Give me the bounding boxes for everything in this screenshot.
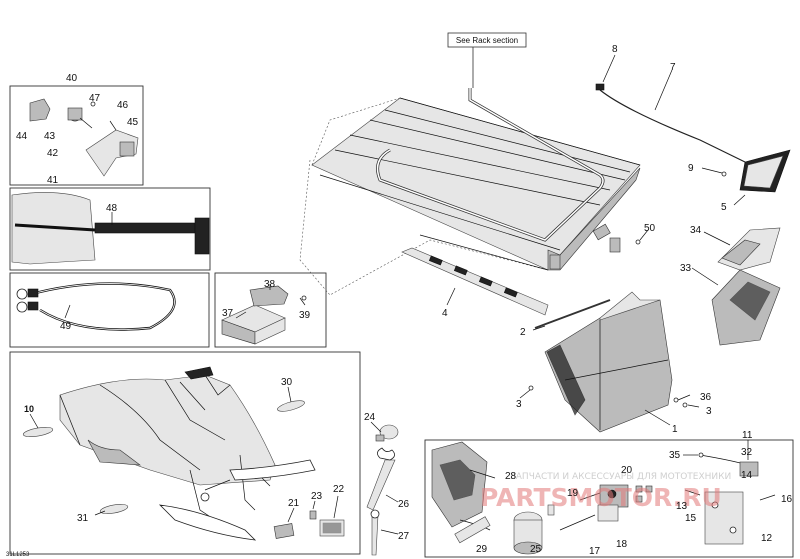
kit-box-40 [9, 85, 144, 186]
part-label-23: 23 [311, 491, 323, 502]
part-label-50: 50 [644, 223, 656, 234]
part-label-22: 22 [333, 484, 345, 495]
part-label-25: 25 [530, 544, 542, 555]
part-label-4: 4 [442, 308, 448, 319]
part-label-33: 33 [680, 263, 692, 274]
part-label-24: 24 [364, 412, 376, 423]
part-label-30: 30 [281, 377, 293, 388]
part-label-14: 14 [741, 470, 753, 481]
part-label-46: 46 [117, 100, 129, 111]
part-labels: 40 47 46 45 44 43 42 41 48 38 37 39 49 8… [16, 44, 793, 557]
part-label-49: 49 [60, 321, 72, 332]
part-label-11: 11 [742, 430, 753, 441]
part-label-19: 19 [567, 488, 579, 499]
cargo-bag-part-1 [544, 291, 673, 433]
part-label-5: 5 [721, 202, 727, 213]
part-label-10: 10 [24, 404, 34, 414]
kit-40-parts [29, 98, 139, 177]
part-label-41: 41 [47, 175, 59, 186]
part-label-39: 39 [299, 310, 311, 321]
part-label-21: 21 [288, 498, 300, 509]
rack-assembly [299, 88, 641, 296]
part-label-27: 27 [398, 531, 410, 542]
reflector-part-31 [99, 504, 129, 514]
mount-part-34 [717, 227, 781, 271]
part-label-13: 13 [676, 501, 688, 512]
part-label-29: 29 [476, 544, 488, 555]
mount-part-33 [711, 269, 781, 346]
drawing-code: 31L1253 [6, 552, 30, 558]
reflector-part-10 [22, 426, 54, 438]
part-label-40: 40 [66, 73, 78, 84]
kit-48-parts [11, 192, 210, 265]
side-plate-part-4 [401, 247, 549, 316]
part-label-47: 47 [89, 93, 101, 104]
strip-part-2 [534, 299, 611, 329]
part-label-9: 9 [688, 163, 694, 174]
part-label-12: 12 [761, 533, 773, 544]
kit-box-37 [214, 272, 327, 348]
light-part-5 [739, 149, 791, 193]
plate-part-22 [319, 519, 345, 537]
part-label-43: 43 [44, 131, 56, 142]
part-label-37: 37 [222, 308, 234, 319]
cable-part-7 [599, 89, 746, 163]
part-label-32: 32 [741, 447, 753, 458]
part-label-35: 35 [669, 450, 681, 461]
rack-note-label: See Rack section [456, 36, 518, 45]
kit-box-48 [9, 187, 211, 271]
watermark-line: ЗАПЧАСТИ И АКСЕССУАРЫ ДЛЯ МОТОТЕХНИКИ [510, 472, 731, 482]
bungee-part-49 [16, 282, 176, 331]
part-label-7: 7 [670, 62, 676, 73]
kit-box-bottom [424, 439, 794, 558]
part-label-3a: 3 [516, 399, 522, 410]
part-label-17: 17 [589, 546, 601, 557]
kit-box-snowmobile [9, 351, 361, 555]
part-label-38: 38 [264, 279, 276, 290]
bottom-kit-parts [431, 441, 776, 555]
part-label-42: 42 [47, 148, 59, 159]
kit-37-parts [221, 285, 307, 345]
part-label-45: 45 [127, 117, 139, 128]
part-label-8: 8 [612, 44, 618, 55]
part-label-31: 31 [77, 513, 89, 524]
rack-note-box [447, 32, 527, 48]
part-label-15: 15 [685, 513, 697, 524]
part-label-3b: 3 [706, 406, 712, 417]
part-label-28: 28 [505, 471, 517, 482]
watermark-brand: PARTSMOTOR.RU [480, 483, 722, 512]
part-label-2: 2 [520, 327, 526, 338]
kit-box-49 [9, 272, 210, 348]
plate-part-21 [273, 523, 295, 539]
part-label-34: 34 [690, 225, 702, 236]
tools [366, 424, 399, 556]
part-label-1: 1 [672, 424, 678, 435]
reflector-part-30 [277, 400, 305, 412]
clip-part-23 [309, 510, 317, 520]
part-label-26: 26 [398, 499, 410, 510]
part-label-44: 44 [16, 131, 28, 142]
part-label-48: 48 [106, 203, 118, 214]
part-label-18: 18 [616, 539, 628, 550]
part-label-20: 20 [621, 465, 633, 476]
snowmobile-illustration [59, 366, 316, 541]
part-label-36: 36 [700, 392, 712, 403]
part-label-16: 16 [781, 494, 793, 505]
